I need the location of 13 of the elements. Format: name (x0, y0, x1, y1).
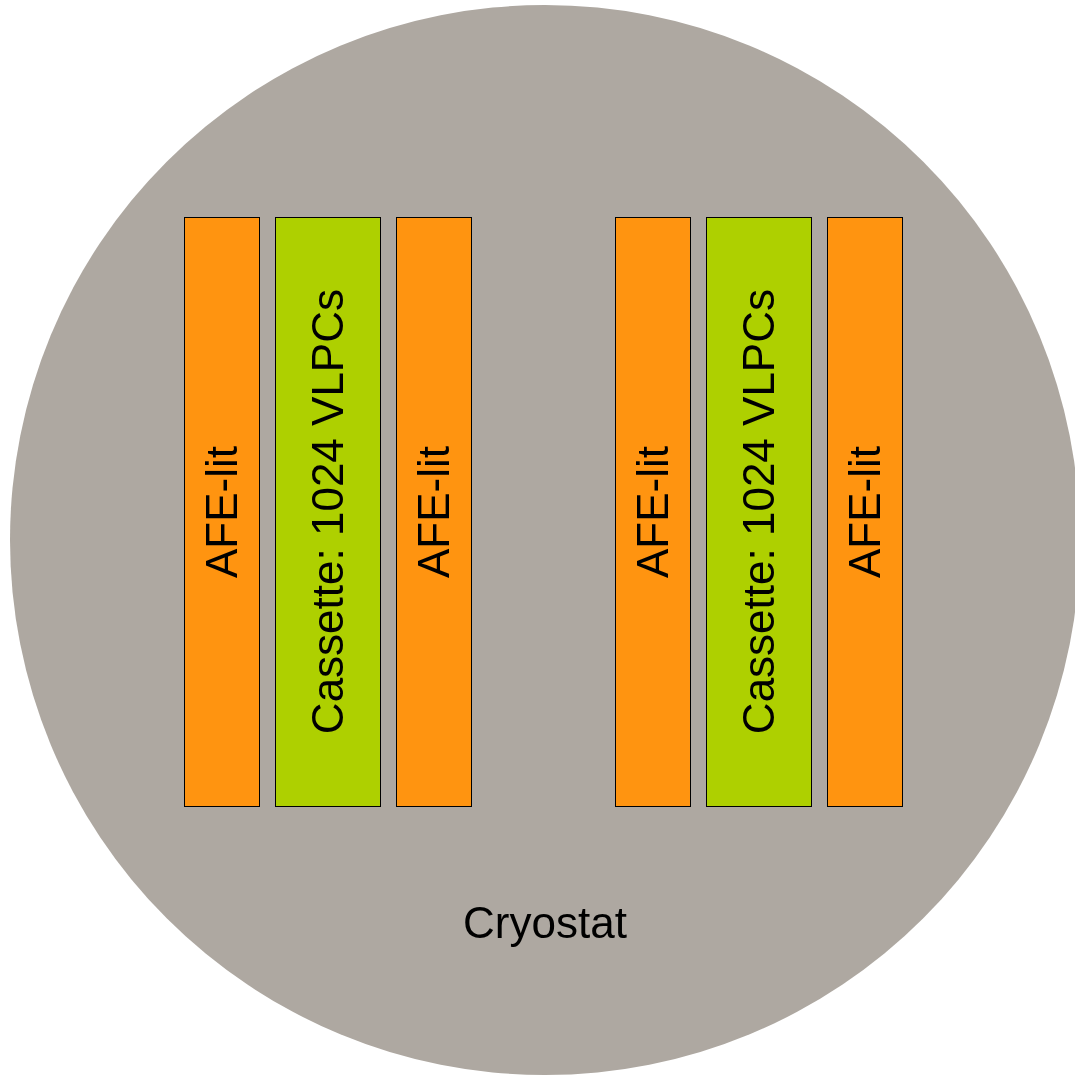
board-bar (615, 217, 691, 807)
node-label: Cryostat (463, 898, 627, 948)
bar-label: Cassette: 1024 VLPCs (303, 289, 353, 735)
bar-label: Cassette: 1024 VLPCs (734, 289, 784, 735)
bar-label: AFE-lit (840, 446, 890, 578)
board-bar (827, 217, 903, 807)
cassette-bar (706, 217, 812, 807)
bar-label: AFE-lit (197, 446, 247, 578)
bar-label: AFE-lit (409, 446, 459, 578)
cassette-bar (275, 217, 381, 807)
board-bar (396, 217, 472, 807)
bar-label: AFE-lit (628, 446, 678, 578)
board-bar (184, 217, 260, 807)
